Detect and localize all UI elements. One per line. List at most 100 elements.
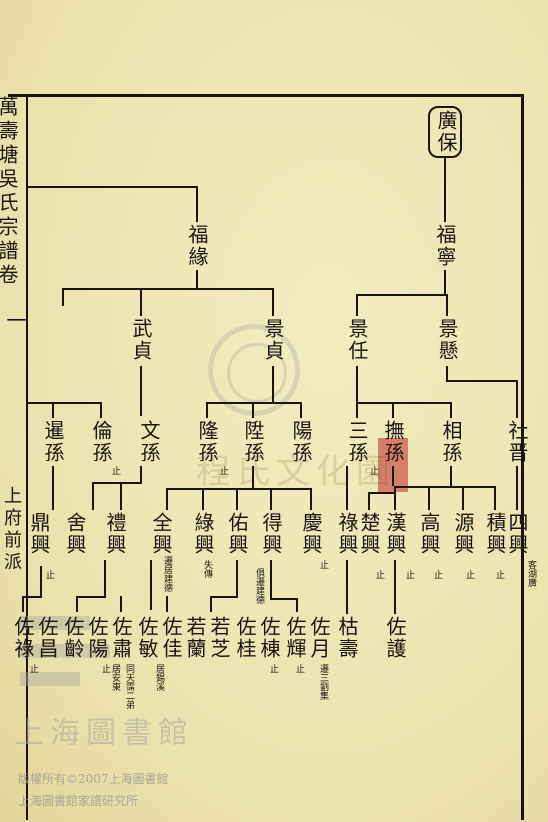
link: [92, 482, 94, 510]
link: [462, 486, 464, 510]
link: [92, 482, 142, 484]
link: [368, 492, 394, 494]
gen5-name: 四興: [505, 512, 529, 556]
link: [444, 270, 446, 294]
gen6-note: 居錫溪: [154, 664, 164, 691]
gen5-name: 佑興: [225, 512, 249, 556]
link: [236, 488, 238, 510]
link: [394, 560, 396, 614]
link: [516, 466, 518, 510]
link: [100, 402, 102, 418]
gen6-name: 佐齡: [61, 616, 85, 660]
gen5-note: 客湖廣: [526, 560, 536, 587]
link: [444, 158, 446, 222]
center-watermark-text: 程氏文化園: [196, 452, 396, 492]
gen5-name: 舍興: [63, 512, 87, 556]
gen6-note: 居安東: [110, 664, 120, 691]
gen3-name: 武貞: [129, 318, 153, 362]
stop-mark: 止: [28, 664, 38, 673]
link: [206, 402, 208, 418]
link: [356, 402, 452, 404]
link: [26, 402, 102, 404]
link: [516, 380, 518, 418]
link: [62, 288, 274, 290]
link: [346, 466, 348, 510]
link: [104, 560, 106, 596]
gen5-name: 源興: [451, 512, 475, 556]
gen3-name: 景懸: [435, 318, 459, 362]
stop-mark: 止: [494, 570, 504, 579]
gen6-name: 佐敏: [135, 616, 159, 660]
gen4-name: 撫孫: [381, 420, 405, 464]
gen4-name: 暹孫: [41, 420, 65, 464]
stop-mark: 止: [432, 570, 442, 579]
gen5-name: 全興: [149, 512, 173, 556]
branch-column: 上府前派: [1, 486, 22, 574]
stop-mark: 止: [218, 466, 228, 475]
link: [392, 402, 394, 418]
link: [450, 466, 452, 486]
link: [392, 466, 394, 486]
link: [166, 596, 168, 612]
gen4-name: 倫孫: [89, 420, 113, 464]
link: [52, 402, 54, 418]
gen6-note: 同天霈二弟: [124, 664, 134, 709]
link: [210, 596, 238, 598]
gen6-name: 若芝: [207, 616, 231, 660]
gen6-name: 佐肅: [109, 616, 133, 660]
gen6-note: 遷三劉集: [318, 664, 328, 700]
link: [446, 366, 448, 380]
gen5-name: 高興: [417, 512, 441, 556]
gen5-name: 楚興: [357, 512, 381, 556]
link: [196, 186, 198, 222]
link: [270, 598, 298, 600]
gen5-note: 俱遷建德: [254, 568, 264, 604]
book-title-column: 萬壽塘吳氏宗譜卷: [0, 96, 19, 288]
gen5-name: 得興: [259, 512, 283, 556]
gen4-name: 陞孫: [241, 420, 265, 464]
left-rule: [26, 94, 28, 820]
link: [52, 466, 54, 510]
link: [76, 596, 106, 598]
gen5-name: 鼎興: [27, 512, 51, 556]
link: [296, 598, 298, 612]
link: [446, 380, 518, 382]
gen5-name: 祿興: [335, 512, 359, 556]
gen2-name: 福緣: [185, 224, 209, 268]
institute-line: 上海圖書館家譜研究所: [18, 794, 139, 808]
gen6-name: 若蘭: [183, 616, 207, 660]
gen5-note: 失傳: [202, 560, 212, 578]
link: [76, 596, 78, 612]
link: [428, 486, 430, 510]
link: [252, 402, 254, 418]
stop-mark: 止: [368, 466, 378, 475]
stop-mark: 止: [464, 570, 474, 579]
link: [22, 596, 24, 612]
link: [120, 482, 122, 510]
link: [236, 560, 238, 596]
link: [252, 466, 254, 488]
gen4-name: 文孫: [137, 420, 161, 464]
link: [202, 488, 204, 510]
stop-mark: 止: [374, 570, 384, 579]
gen5-note: 遷居建德: [162, 556, 172, 592]
link: [40, 566, 42, 596]
gen6-name: 佐棟: [257, 616, 281, 660]
link: [140, 288, 142, 316]
stop-mark: 止: [268, 664, 278, 673]
page-frame: [8, 94, 524, 820]
gen6-name: 佐昌: [35, 616, 59, 660]
link: [446, 294, 448, 316]
library-logo-mark: [20, 596, 130, 706]
gen3-name: 景貞: [261, 318, 285, 362]
gen4-name: 相孫: [439, 420, 463, 464]
gen4-name: 三孫: [345, 420, 369, 464]
root-name: 廣保: [434, 110, 458, 154]
gen5-name: 漢興: [383, 512, 407, 556]
stop-mark: 止: [110, 466, 120, 475]
link: [206, 402, 302, 404]
gen6-name: 佐陽: [85, 616, 109, 660]
gen5-name: 綠興: [191, 512, 215, 556]
gen5-name: 慶興: [299, 512, 323, 556]
